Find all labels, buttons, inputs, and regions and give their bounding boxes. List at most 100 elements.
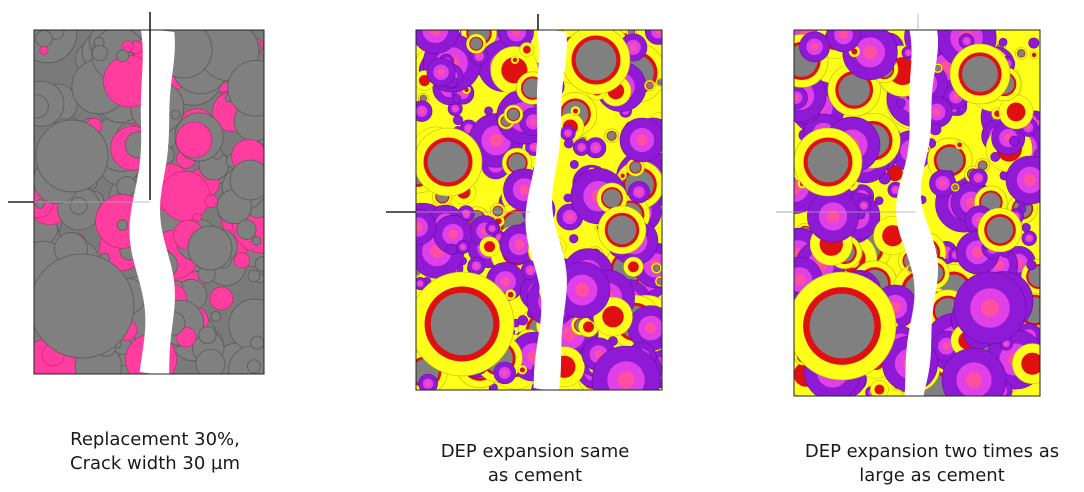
dep-center bbox=[810, 43, 819, 51]
dep-center bbox=[636, 134, 648, 146]
particle-field bbox=[794, 30, 1040, 396]
dep-center bbox=[617, 371, 635, 389]
dep-center bbox=[1004, 342, 1008, 346]
reaction-core bbox=[602, 305, 624, 328]
reaction-core bbox=[572, 108, 579, 114]
caption-dep-double: DEP expansion two times as large as ceme… bbox=[782, 440, 1082, 488]
cement-particle bbox=[91, 45, 108, 62]
dep-particle bbox=[451, 94, 461, 104]
dep-center bbox=[966, 372, 982, 388]
unhydrated-core bbox=[607, 131, 616, 141]
reaction-core bbox=[484, 241, 496, 253]
cement-particle bbox=[247, 269, 261, 283]
dep-center bbox=[476, 53, 482, 59]
caption-line: Replacement 30%, bbox=[70, 429, 240, 450]
unhydrated-core bbox=[470, 37, 483, 50]
dep-center bbox=[466, 126, 471, 131]
dep-center bbox=[575, 283, 589, 297]
caption-line: DEP expansion same bbox=[440, 441, 630, 462]
image-frame bbox=[415, 29, 663, 391]
unhydrated-core bbox=[575, 39, 617, 81]
unhydrated-core bbox=[1028, 266, 1040, 287]
unhydrated-core bbox=[986, 216, 1014, 244]
unhydrated-core bbox=[807, 141, 849, 183]
reaction-core bbox=[957, 142, 963, 148]
dep-center bbox=[453, 106, 457, 111]
dep-particle bbox=[569, 234, 579, 244]
dep-center bbox=[425, 381, 431, 387]
cement-particle bbox=[35, 119, 109, 193]
microstructure-panel-replacement bbox=[0, 0, 300, 400]
dep-center bbox=[893, 187, 898, 192]
dep-particle bbox=[445, 243, 458, 256]
dep-center bbox=[531, 144, 537, 150]
dep-center bbox=[939, 180, 946, 187]
cement-particle bbox=[246, 359, 261, 374]
particle-field bbox=[416, 30, 662, 390]
caption-line: as cement bbox=[487, 465, 583, 486]
reaction-core bbox=[1031, 52, 1037, 58]
caption-line: large as cement bbox=[859, 465, 1005, 486]
unhydrated-core bbox=[935, 65, 941, 71]
unhydrated-core bbox=[657, 79, 662, 85]
additive-particle bbox=[233, 252, 251, 269]
microstructure-panel-dep-same bbox=[380, 0, 680, 400]
unhydrated-core bbox=[508, 153, 526, 172]
dep-center bbox=[566, 131, 570, 135]
dep-particle bbox=[517, 315, 528, 326]
additive-particle bbox=[209, 286, 234, 311]
cement-particle bbox=[195, 349, 226, 374]
dep-center bbox=[794, 94, 799, 101]
dep-core bbox=[422, 30, 449, 44]
unhydrated-core bbox=[653, 265, 660, 272]
reaction-core bbox=[886, 165, 903, 182]
cement-particle bbox=[69, 196, 88, 215]
dep-center bbox=[500, 276, 511, 287]
dep-center bbox=[514, 239, 525, 250]
dep-particle bbox=[563, 138, 574, 149]
dep-center bbox=[976, 175, 981, 181]
dep-particle bbox=[1028, 37, 1040, 49]
dep-center bbox=[429, 30, 442, 36]
dep-center bbox=[502, 370, 508, 376]
dep-center bbox=[942, 342, 951, 351]
unhydrated-core bbox=[952, 184, 958, 190]
dep-center bbox=[966, 197, 977, 208]
dep-particle bbox=[569, 160, 579, 169]
dep-center bbox=[512, 30, 521, 37]
caption-dep-same: DEP expansion same as cement bbox=[405, 440, 665, 488]
cement-particle bbox=[251, 235, 262, 246]
cement-particle bbox=[236, 219, 257, 240]
cement-particle bbox=[116, 49, 130, 63]
dep-center bbox=[530, 118, 537, 126]
unhydrated-core bbox=[962, 56, 998, 92]
unhydrated-core bbox=[936, 146, 964, 174]
dep-center bbox=[1025, 124, 1031, 130]
cement-particle bbox=[250, 335, 264, 350]
unhydrated-core bbox=[978, 161, 987, 170]
additive-particle bbox=[39, 45, 49, 55]
cement-particle bbox=[254, 256, 264, 272]
dep-particle bbox=[452, 114, 464, 126]
unhydrated-core bbox=[420, 95, 427, 102]
dep-center bbox=[418, 282, 422, 286]
dep-center bbox=[593, 145, 599, 151]
dep-center bbox=[906, 51, 910, 55]
cement-particle bbox=[34, 94, 49, 119]
cement-particle bbox=[229, 159, 264, 201]
particle-packing-image bbox=[776, 14, 1041, 397]
cement-particle bbox=[35, 199, 45, 209]
microstructure-panel-dep-double bbox=[770, 0, 1084, 400]
dep-particle bbox=[1026, 260, 1037, 271]
caption-replacement: Replacement 30%, Crack width 30 µm bbox=[25, 428, 285, 476]
reaction-core bbox=[1006, 102, 1026, 122]
crack-gap bbox=[896, 30, 939, 396]
unhydrated-core bbox=[809, 293, 875, 359]
dep-particle bbox=[1021, 223, 1031, 233]
dep-center bbox=[972, 246, 984, 258]
cement-particle bbox=[227, 60, 264, 117]
reaction-core bbox=[882, 225, 904, 247]
dep-center bbox=[826, 210, 840, 223]
dep-center bbox=[964, 39, 969, 44]
crack-gap bbox=[129, 30, 175, 374]
